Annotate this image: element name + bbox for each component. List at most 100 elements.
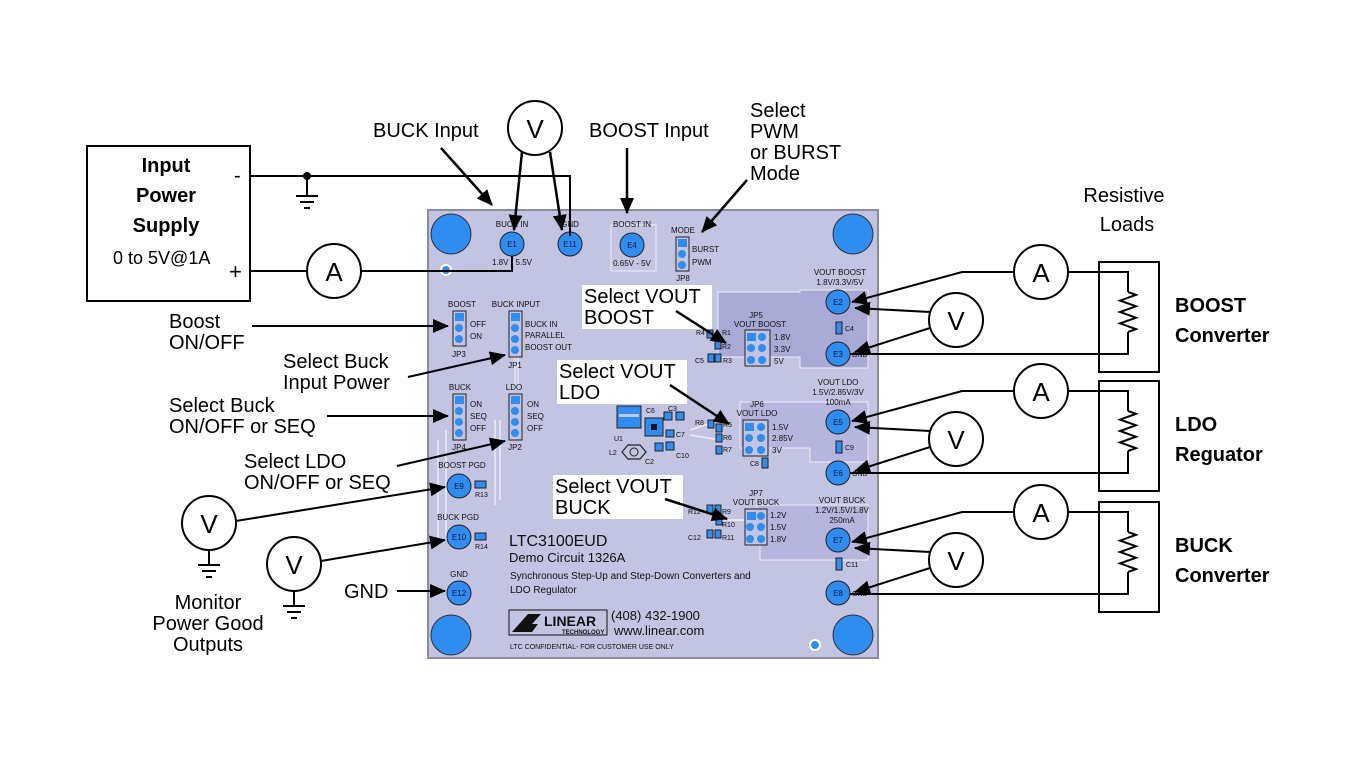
jumper-jp3[interactable] — [452, 310, 467, 347]
jp6-option-1: 1.5V — [772, 423, 789, 432]
ammeter-boost-symbol: A — [1032, 258, 1050, 288]
c5-label: C5 — [695, 358, 704, 365]
jp7-option-3: 1.8V — [770, 535, 787, 544]
terminal-e2-id: E2 — [833, 298, 843, 307]
load-label-ldo-line1: LDO — [1175, 414, 1217, 436]
r9-label: R9 — [722, 509, 731, 516]
jumper-jp4[interactable] — [452, 393, 467, 441]
voltmeter-ldo — [928, 411, 984, 467]
c6-label: C6 — [646, 408, 655, 415]
callout-boost-input: BOOST Input — [589, 120, 709, 142]
c9-label: C9 — [845, 445, 854, 452]
arrow-buck-input-power — [407, 351, 506, 378]
arrow-buck-input — [440, 147, 493, 206]
load-label-boost-line1: BOOST — [1175, 295, 1246, 317]
jp6-title: VOUT LDO — [737, 409, 778, 418]
ammeter-ldo — [1013, 363, 1069, 419]
terminal-e5[interactable] — [825, 409, 851, 435]
r3-label: R3 — [723, 358, 732, 365]
vout-boost-range: 1.8V/3.3V/5V — [816, 278, 864, 287]
callout-buck-onoff-line1: Select Buck — [169, 395, 276, 417]
board-description-line2: LDO Regulator — [510, 585, 577, 596]
c7-label: C7 — [676, 432, 685, 439]
jp2-title: LDO — [506, 383, 522, 392]
buck-pgd-label: BUCK PGD — [437, 513, 479, 522]
input-power-supply: Input Power Supply 0 to 5V@1A - + — [86, 145, 251, 302]
jp5-id: JP5 — [749, 311, 763, 320]
terminal-e2[interactable] — [825, 289, 851, 315]
c8-label: C8 — [750, 461, 759, 468]
l2-label: L2 — [609, 450, 617, 457]
buck-in-label: BUCK IN — [496, 220, 529, 229]
load-circuit-ldo: A V LDO Reguator — [850, 363, 1263, 492]
jumper-jp8[interactable] — [675, 236, 690, 272]
jp5-option-1: 1.8V — [774, 333, 791, 342]
jumper-jp2[interactable] — [508, 393, 523, 441]
gnd-bottom-label: GND — [450, 570, 468, 579]
callout-buck-input-power-line1: Select Buck — [283, 351, 390, 373]
voltmeter-buck-pgd-symbol: V — [285, 550, 303, 580]
jp3-title: BOOST — [448, 300, 476, 309]
terminal-e4[interactable] — [619, 232, 645, 258]
arrow-mode — [701, 179, 748, 233]
jumper-jp5[interactable] — [744, 329, 771, 367]
voltmeter-boost-pgd-symbol: V — [200, 509, 218, 539]
voltmeter-boost — [928, 292, 984, 348]
callout-ldo-onoff-line1: Select LDO — [244, 451, 346, 473]
jp1-option-parallel: PARALLEL — [525, 331, 565, 340]
vout-ldo-range: 1.5V/2.85V/3V — [812, 388, 864, 397]
terminal-e10[interactable] — [446, 524, 472, 550]
r5-label: R5 — [723, 422, 732, 429]
jp7-option-1: 1.2V — [770, 511, 787, 520]
jp7-title: VOUT BUCK — [733, 498, 780, 507]
r10-label: R10 — [722, 522, 735, 529]
r8-label: R8 — [695, 420, 704, 427]
jp2-option-on: ON — [527, 400, 539, 409]
c2-label: C2 — [645, 459, 654, 466]
mounting-hole-bl — [430, 614, 472, 656]
load-label-buck-line2: Converter — [1175, 565, 1270, 587]
load-box-boost — [1098, 261, 1160, 373]
resistive-loads-line2: Loads — [1100, 214, 1155, 236]
c4-label: C4 — [845, 326, 854, 333]
r12-label: R12 — [688, 509, 701, 516]
callout-mode-line2: PWM — [750, 121, 799, 143]
ldo-feedback-components — [707, 419, 769, 469]
voltmeter-ldo-symbol: V — [947, 425, 965, 455]
terminal-e11-id: E11 — [563, 240, 577, 249]
jp4-option-on: ON — [470, 400, 482, 409]
resistor-icon — [1117, 410, 1139, 452]
logo-sub: TECHNOLOGY — [562, 630, 604, 636]
mounting-hole-tl — [430, 213, 472, 255]
jp6-option-3: 3V — [772, 446, 782, 455]
callout-monitor-line3: Outputs — [173, 634, 243, 656]
ammeter-ldo-symbol: A — [1032, 377, 1050, 407]
terminal-e12[interactable] — [446, 580, 472, 606]
inductor-l2 — [621, 444, 647, 460]
capacitor-c4 — [835, 321, 843, 335]
jumper-jp1[interactable] — [508, 310, 523, 358]
jp3-option-off: OFF — [470, 320, 486, 329]
voltmeter-buck-symbol: V — [947, 546, 965, 576]
vout-buck-label: VOUT BUCK — [819, 496, 866, 505]
voltmeter-buck-pgd: V — [266, 535, 446, 619]
resistive-loads-line1: Resistive — [1083, 185, 1164, 207]
vout-buck-current: 250mA — [829, 516, 855, 525]
terminal-e9[interactable] — [446, 473, 472, 499]
jumper-jp6[interactable] — [742, 419, 769, 457]
jumper-jp7[interactable] — [744, 508, 768, 546]
r13-label: R13 — [475, 492, 488, 499]
arrow-vout-ldo — [669, 383, 730, 426]
terminal-e7[interactable] — [825, 527, 851, 553]
terminal-e3-id: E3 — [833, 350, 843, 359]
arrow-vout-buck — [664, 497, 728, 522]
callout-boost-onoff-line2: ON/OFF — [169, 332, 245, 354]
terminal-e12-id: E12 — [452, 589, 467, 598]
supply-title-line3: Supply — [133, 215, 201, 237]
jp7-option-2: 1.5V — [770, 523, 787, 532]
jp4-option-seq: SEQ — [470, 412, 487, 421]
jp5-option-3: 5V — [774, 357, 784, 366]
callout-vout-ldo-line2: LDO — [559, 382, 600, 404]
load-label-ldo-line2: Reguator — [1175, 444, 1263, 466]
